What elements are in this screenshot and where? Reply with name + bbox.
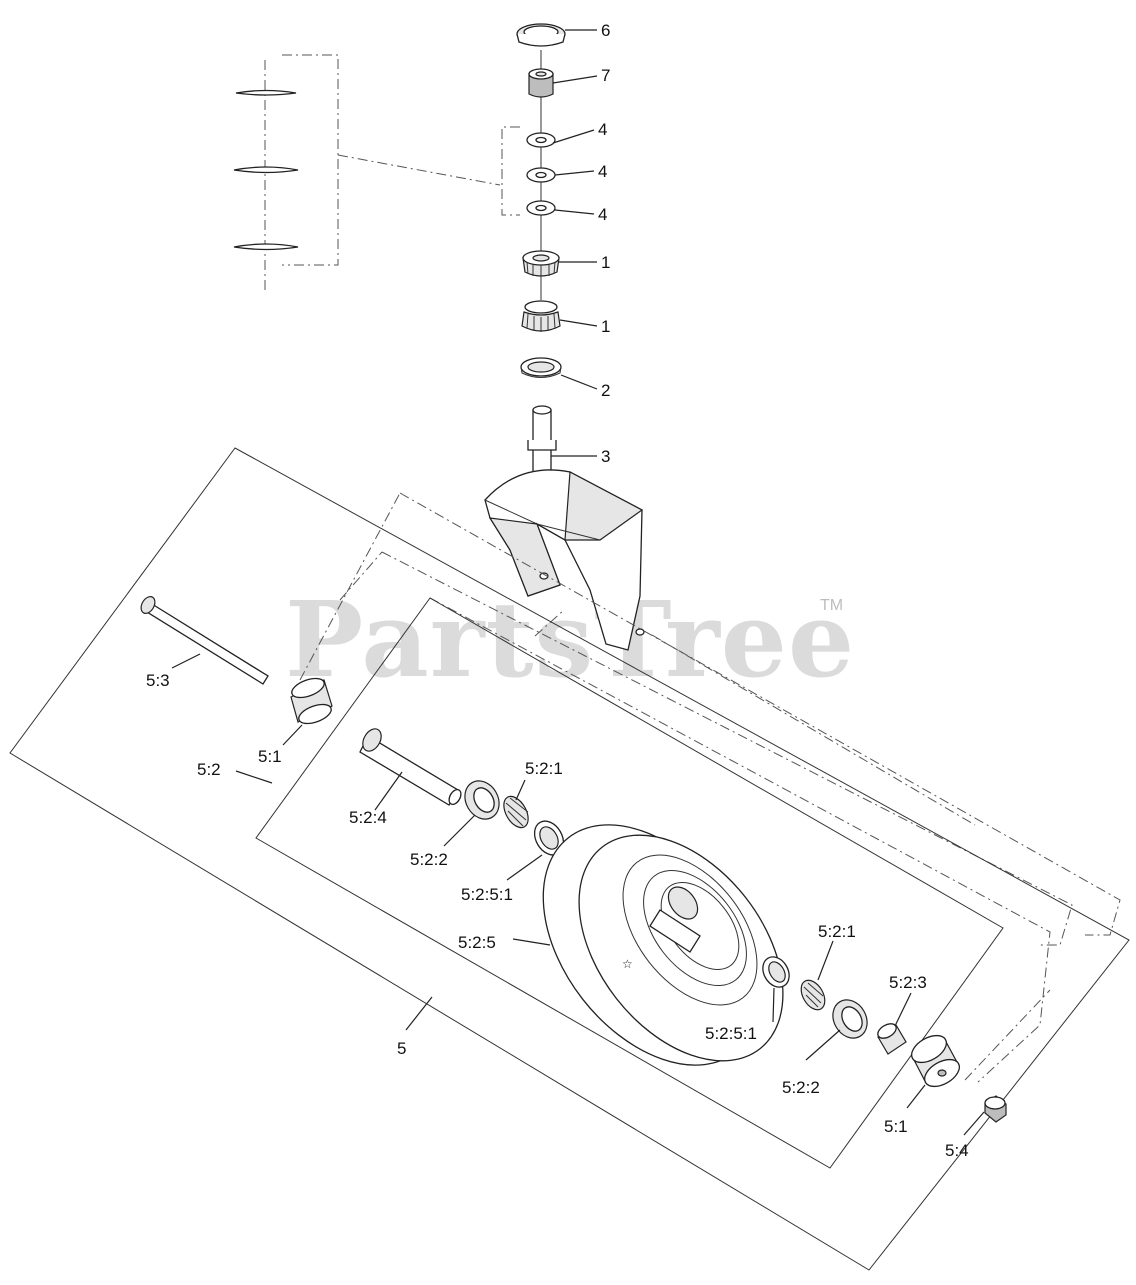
washer-detail-inset [233, 54, 520, 290]
bearing-cone-right [800, 979, 826, 1011]
callout-5-4: 5:4 [945, 1141, 969, 1160]
leader-lines [171, 29, 985, 1136]
callout-4-bottom: 4 [598, 205, 607, 224]
callout-5-2-4: 5:2:4 [349, 808, 387, 827]
callout-3: 3 [601, 447, 610, 466]
tapered-bearing-lower [521, 300, 561, 332]
caster-fork [484, 405, 645, 651]
callout-5-2-1-left: 5:2:1 [525, 759, 563, 778]
spacer-small [877, 1023, 907, 1055]
callout-5-1-left: 5:1 [258, 747, 282, 766]
axle-bolt [140, 596, 269, 685]
washer-stack [526, 132, 556, 216]
assembly-5-2-frame [255, 597, 1004, 1169]
spacer-right [911, 1034, 960, 1088]
callout-5-3: 5:3 [146, 671, 170, 690]
callout-5-2-5-1-left: 5:2:5:1 [461, 885, 513, 904]
tapered-bearing-upper [522, 250, 560, 278]
bearing-cone-left [503, 795, 529, 829]
callout-5-2-5: 5:2:5 [458, 933, 496, 952]
bearing-cup [520, 357, 562, 378]
dust-cap [516, 23, 566, 47]
callout-5-2-2-right: 5:2:2 [782, 1078, 820, 1097]
bearing-cup-right [832, 999, 868, 1039]
callout-4-top: 4 [598, 120, 607, 139]
jam-nut [528, 68, 554, 98]
callout-6: 6 [601, 21, 610, 40]
callout-4-middle: 4 [598, 162, 607, 181]
callout-5-1-right: 5:1 [884, 1117, 908, 1136]
wheel-tire: ☆ [542, 824, 784, 1066]
callout-1-upper: 1 [601, 253, 610, 272]
assembly-5-frame [9, 447, 1130, 1271]
callout-2: 2 [601, 381, 610, 400]
svg-text:☆: ☆ [622, 957, 633, 971]
watermark-trademark: TM [820, 597, 843, 614]
callout-5-2: 5:2 [197, 760, 221, 779]
callout-5: 5 [397, 1039, 406, 1058]
bearing-race-right [762, 956, 790, 988]
axle-tube [359, 728, 462, 806]
watermark-brand: PartsTree [285, 578, 855, 701]
callout-5-2-1-right: 5:2:1 [818, 922, 856, 941]
bearing-cup-left [464, 780, 500, 820]
callout-1-lower: 1 [601, 317, 610, 336]
hex-nut [984, 1095, 1007, 1123]
washer-side-view [233, 89, 299, 251]
callout-7: 7 [601, 66, 610, 85]
callout-5-2-5-1-right: 5:2:5:1 [705, 1024, 757, 1043]
spacer-left [290, 677, 333, 725]
callout-labels: 6 7 4 4 4 1 1 2 3 5:3 5:1 5:2 5:2:4 5:2:… [146, 21, 969, 1160]
callout-5-2-2-left: 5:2:2 [410, 850, 448, 869]
callout-5-2-3: 5:2:3 [889, 973, 927, 992]
